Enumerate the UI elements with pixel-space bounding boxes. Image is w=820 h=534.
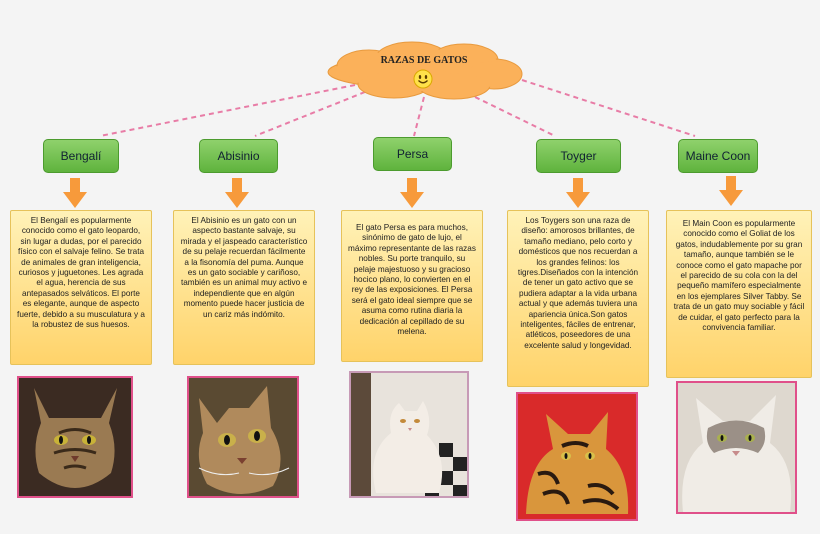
arrow-down-icon xyxy=(225,178,249,208)
arrow-down-icon xyxy=(400,178,424,208)
link-bengali xyxy=(99,84,356,137)
desc-abisinio: El Abisinio es un gato con un aspecto ba… xyxy=(173,210,315,365)
desc-persa: El gato Persa es para muchos, sinónimo d… xyxy=(341,210,483,362)
arrow-down-icon xyxy=(566,178,590,208)
desc-maine-coon: El Main Coon es popularmente conocido co… xyxy=(666,210,812,378)
arrow-down-icon xyxy=(63,178,87,208)
diagram-title: RAZAS DE GATOS xyxy=(380,55,468,66)
smiley-icon xyxy=(413,69,433,89)
photo-persa xyxy=(349,371,469,498)
node-maine-coon[interactable]: Maine Coon xyxy=(678,139,758,173)
node-persa[interactable]: Persa xyxy=(373,137,452,171)
desc-toyger: Los Toygers son una raza de diseño: amor… xyxy=(507,210,649,387)
node-toyger[interactable]: Toyger xyxy=(536,139,621,173)
link-abisinio xyxy=(254,91,366,137)
link-persa xyxy=(413,96,425,137)
node-abisinio[interactable]: Abisinio xyxy=(199,139,278,173)
photo-maine-coon xyxy=(676,381,797,514)
desc-bengali: El Bengalí es popularmente conocido como… xyxy=(10,210,152,365)
arrow-down-icon xyxy=(719,176,743,206)
photo-abisinio xyxy=(187,376,299,498)
link-maine-coon xyxy=(521,79,696,137)
title-cloud xyxy=(327,41,523,100)
node-bengali[interactable]: Bengalí xyxy=(43,139,119,173)
photo-bengali xyxy=(17,376,133,498)
link-toyger xyxy=(474,96,556,137)
photo-toyger xyxy=(516,392,638,521)
